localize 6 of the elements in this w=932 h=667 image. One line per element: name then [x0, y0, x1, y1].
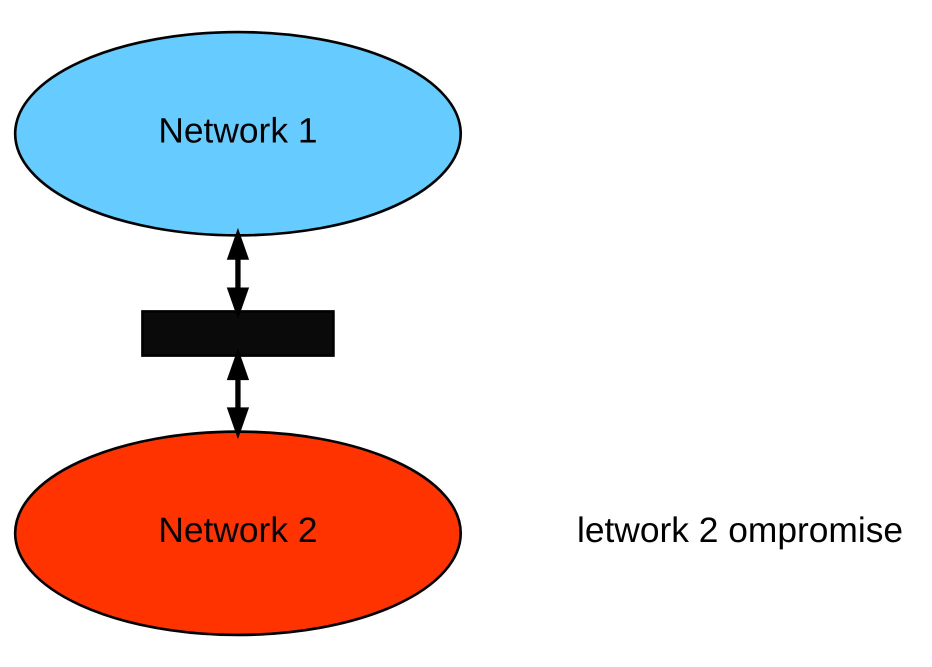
- node-ellipse: Network 1: [14, 30, 462, 237]
- node-ellipse: Network 2: [14, 430, 462, 636]
- label: letwork 2 ompromise: [576, 511, 904, 550]
- arrow: [226, 228, 250, 320]
- arrow: [226, 348, 250, 440]
- node-bar: [141, 310, 335, 357]
